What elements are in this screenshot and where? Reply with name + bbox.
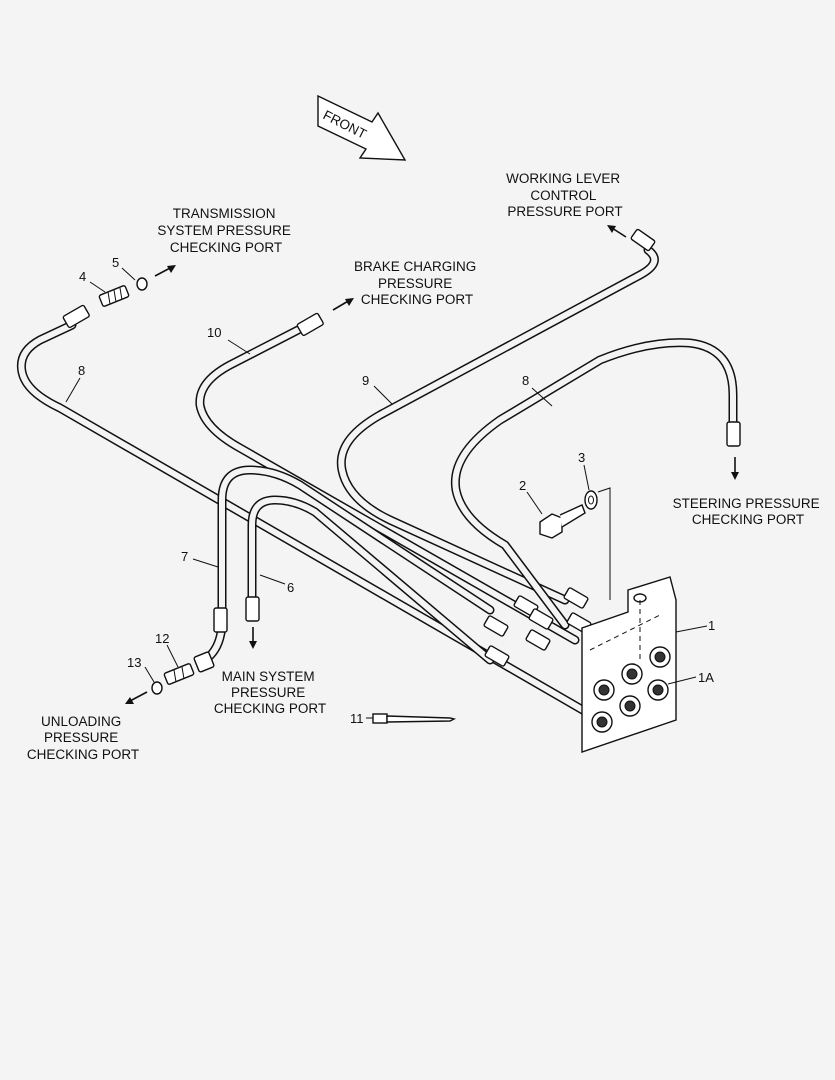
callout-9: 9 [362,373,369,388]
washer-3 [584,490,598,510]
transmission-port-label: TRANSMISSION SYSTEM PRESSURE CHECKING PO… [157,206,294,255]
fitting-4 [98,285,130,307]
hose-7 [200,465,495,665]
hose-8-left [16,320,605,725]
hose-6 [247,495,495,665]
o-ring-5 [136,277,148,291]
callout-5: 5 [112,255,119,270]
callout-6: 6 [287,580,294,595]
callout-1a: 1A [698,670,714,685]
port-arrows [125,225,739,704]
hose-10 [195,325,580,645]
cable-tie-11 [372,713,457,724]
couplers-1a [591,646,671,733]
callout-10: 10 [207,325,221,340]
steering-port-label: STEERING PRESSURE CHECKING PORT [673,496,824,527]
unloading-port-label: UNLOADING PRESSURE CHECKING PORT [27,714,139,762]
hose-9 [336,245,659,605]
hose-fittings [62,228,741,667]
front-arrow: FRONT [317,94,407,161]
working-lever-port-label: WORKING LEVER CONTROL PRESSURE PORT [506,171,624,219]
callout-1: 1 [708,618,715,633]
bracket-1 [581,576,677,753]
callout-4: 4 [79,269,86,284]
brake-port-label: BRAKE CHARGING PRESSURE CHECKING PORT [354,259,480,307]
callout-13: 13 [127,655,141,670]
bolt-2 [539,504,586,539]
callout-7: 7 [181,549,188,564]
callout-12: 12 [155,631,169,646]
leader-lines [65,267,708,719]
callout-2: 2 [519,478,526,493]
bolt-leader [597,487,611,600]
main-system-port-label: MAIN SYSTEM PRESSURE CHECKING PORT [214,669,326,716]
hose-8-right [450,338,738,630]
callout-8-right: 8 [522,373,529,388]
callout-11: 11 [350,711,364,726]
callout-8-left: 8 [78,363,85,378]
o-ring-13 [151,681,163,695]
callout-3: 3 [578,450,585,465]
fitting-12 [163,651,215,685]
